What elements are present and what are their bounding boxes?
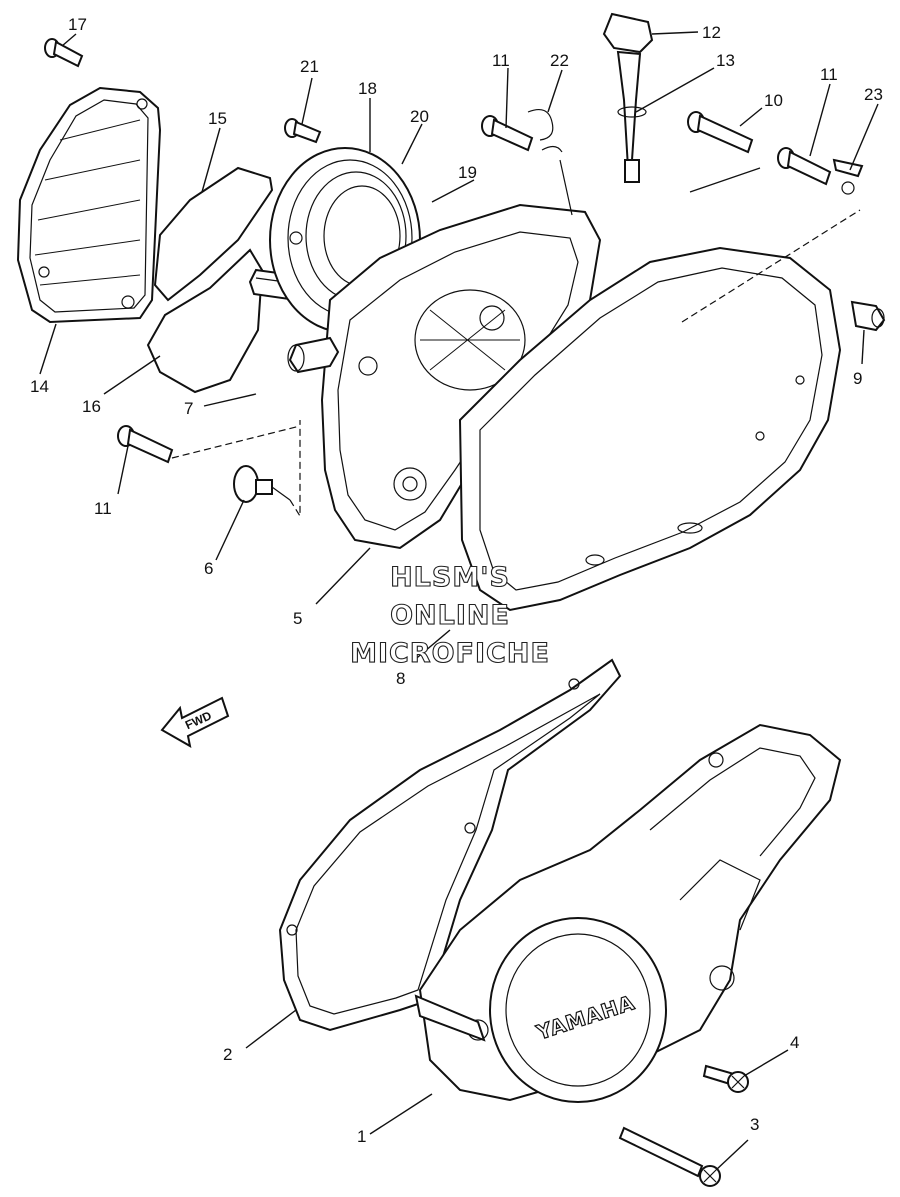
callout-labels: 1 2 3 4 5 6 7 8 9 10 11 11 11 12 13 14 1… (30, 15, 883, 1146)
part-15-plate (153, 166, 274, 302)
callout-11-right: 11 (820, 65, 838, 84)
callout-21: 21 (300, 57, 319, 76)
callout-14: 14 (30, 377, 49, 396)
bolts (44, 38, 864, 1187)
callout-8: 8 (396, 669, 405, 688)
callout-10: 10 (764, 91, 783, 110)
part-11-bolt-left (117, 425, 174, 464)
watermark-line-2: ONLINE (390, 600, 510, 631)
part-2-gasket (278, 658, 622, 1032)
part-14-cover (16, 86, 162, 324)
callout-22: 22 (550, 51, 569, 70)
part-23-clip (832, 158, 864, 195)
callout-4: 4 (790, 1033, 799, 1052)
part-8-gasket (458, 246, 842, 612)
callout-13: 13 (716, 51, 735, 70)
fwd-arrow: FWD (160, 696, 230, 748)
callout-1: 1 (357, 1127, 366, 1146)
callout-16: 16 (82, 397, 101, 416)
part-6-plug (233, 465, 291, 503)
callout-17: 17 (68, 15, 87, 34)
part-9-spacer (850, 300, 886, 332)
leader-lines (39, 31, 879, 1171)
watermark-line-3: MICROFICHE (350, 638, 550, 669)
callout-23: 23 (864, 85, 883, 104)
callout-12: 12 (702, 23, 721, 42)
part-4-screw (702, 1064, 749, 1093)
callout-6: 6 (204, 559, 213, 578)
part-10-bolt (687, 111, 754, 154)
callout-11-upper: 11 (492, 51, 510, 70)
callout-11-left: 11 (94, 499, 112, 518)
callout-20: 20 (410, 107, 429, 126)
part-3-screw (618, 1126, 721, 1187)
part-11-bolt-right (777, 147, 832, 186)
callout-9: 9 (853, 369, 862, 388)
callout-7: 7 (184, 399, 193, 418)
callout-3: 3 (750, 1115, 759, 1134)
part-1-cover: YAMAHA (414, 723, 842, 1103)
watermark: HLSM'S ONLINE MICROFICHE (350, 561, 550, 669)
part-16-gasket (146, 248, 264, 394)
part-12-dipstick (602, 12, 654, 183)
watermark-line-1: HLSM'S (390, 562, 510, 593)
part-21-bolt (284, 118, 322, 144)
part-11-bolt-upper (481, 115, 534, 152)
callout-2: 2 (223, 1045, 232, 1064)
part-17-bolt (44, 38, 84, 68)
callout-5: 5 (293, 609, 302, 628)
callout-19: 19 (458, 163, 477, 182)
callout-18: 18 (358, 79, 377, 98)
assembly-lines (171, 159, 861, 519)
part-22-clip (527, 109, 563, 153)
callout-15: 15 (208, 109, 227, 128)
